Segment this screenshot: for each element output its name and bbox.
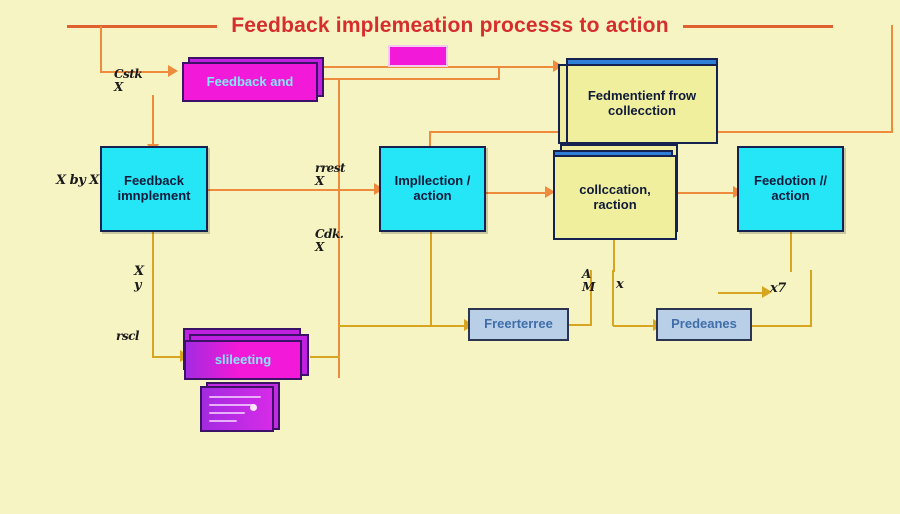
connector-into-feedback-and — [100, 71, 170, 73]
node-feedback-and-label: Feedback and — [206, 73, 294, 89]
annotation-x-y: X y — [134, 264, 144, 293]
connector-impllection-down — [430, 232, 432, 326]
connector-title-to-left — [100, 26, 102, 72]
connector-implement-down-left — [152, 232, 154, 357]
title-rule-left — [67, 24, 218, 28]
annotation-rrest: rrest X — [315, 161, 346, 188]
title-rule-right — [682, 24, 833, 28]
connector-feedbackand-branch — [322, 78, 500, 80]
doc-line-4 — [209, 420, 237, 422]
diagram-title-row: Feedback implemeation processs to action — [0, 10, 900, 42]
connector-spine-to-freerterree — [338, 325, 468, 327]
node-predeanes-label: Predeanes — [671, 316, 737, 332]
legend-color-swatch — [388, 45, 448, 67]
annotation-am: A M — [582, 267, 595, 294]
connector-predeanes-out — [752, 325, 812, 327]
connector-right-riser — [891, 25, 893, 132]
connector-collccation-down-foot — [568, 324, 592, 326]
connector-into-slileeting — [152, 356, 184, 358]
node-collccation-raction[interactable]: collccation, raction — [553, 155, 677, 240]
connector-feedbackand-to-doc-upper — [322, 66, 557, 68]
node-fedmentienf-collecction-label: Fedmentienf frow collecction — [587, 88, 697, 118]
node-feedback-implement-label: Feedback imnplement — [117, 173, 191, 203]
node-impllection-action[interactable]: Impllection / action — [379, 146, 486, 232]
doc-line-3 — [209, 412, 245, 414]
annotation-rscl: rscl — [116, 329, 139, 343]
node-feedback-implement[interactable]: Feedback imnplement — [100, 146, 208, 232]
connector-feedotion-bottom-stub — [718, 292, 766, 294]
connector-down-to-impllection — [429, 131, 431, 156]
connector-mid-vertical-spine — [338, 78, 340, 378]
doc-line-1 — [209, 396, 261, 398]
node-feedotion-action[interactable]: Feedotion // action — [737, 146, 844, 232]
connector-collccation-down — [590, 270, 592, 325]
node-impllection-action-label: Impllection / action — [394, 173, 471, 203]
node-collccation-raction-label: collccation, raction — [579, 181, 651, 212]
annotation-x-by-x: X by X — [56, 173, 99, 188]
connector-implement-to-impllection — [208, 189, 378, 191]
node-slileeting[interactable]: slileeting — [184, 340, 302, 380]
connector-feedotion-down — [790, 232, 792, 272]
node-feedotion-action-label: Feedotion // action — [754, 173, 827, 203]
connector-collccation-downstub — [613, 232, 615, 272]
page-title: Feedback implemeation processs to action — [231, 14, 669, 37]
node-freerterree[interactable]: Freerterree — [468, 308, 569, 341]
node-freerterree-label: Freerterree — [484, 316, 553, 332]
node-fedmentienf-collecction[interactable]: Fedmentienf frow collecction — [566, 64, 718, 144]
connector-collccation-to-feedotion — [677, 192, 737, 194]
node-predeanes[interactable]: Predeanes — [656, 308, 752, 341]
connector-feedbackand-to-implement — [152, 95, 154, 153]
doc-line-2 — [209, 404, 253, 406]
arrowhead-collccation-left — [545, 186, 555, 198]
slileeting-doc-icon — [200, 386, 274, 432]
arrowhead-feedback-and — [168, 65, 178, 77]
annotation-cdk: Cdk. X — [315, 227, 344, 254]
connector-predeanes-riser — [612, 270, 614, 326]
node-slileeting-label: slileeting — [214, 351, 272, 367]
node-feedback-and[interactable]: Feedback and — [182, 62, 318, 102]
connector-branch-riser — [498, 66, 500, 79]
arrowhead-feedotion-bottom — [762, 286, 772, 298]
annotation-x7: x7 — [770, 281, 786, 296]
doc-cursor-dot — [250, 404, 257, 411]
connector-doc-to-right — [718, 131, 893, 133]
connector-impllection-to-collccation — [486, 192, 550, 194]
connector-freerterree-to-predeanes — [613, 325, 657, 327]
connector-predeanes-to-feedotion — [810, 270, 812, 326]
connector-slileeting-out — [310, 356, 340, 358]
annotation-x-mid: x — [616, 277, 624, 292]
annotation-cstk: Cstk X — [114, 67, 143, 94]
